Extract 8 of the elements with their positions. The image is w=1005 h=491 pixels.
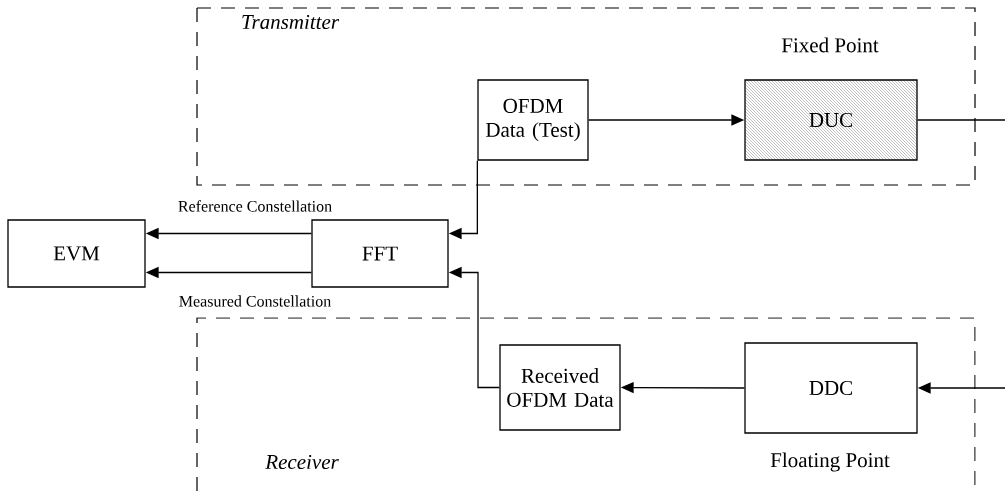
process-box: Received OFDM Data	[499, 344, 621, 431]
process-box: OFDM Data (Test)	[477, 79, 589, 161]
hatched-box: DUC	[744, 79, 918, 161]
edge-label: Measured Constellation	[177, 294, 333, 308]
process-box: EVM	[7, 219, 146, 288]
edge-label: Reference Constellation	[176, 199, 334, 213]
process-box: DDC	[744, 342, 918, 434]
process-box: FFT	[311, 219, 449, 288]
